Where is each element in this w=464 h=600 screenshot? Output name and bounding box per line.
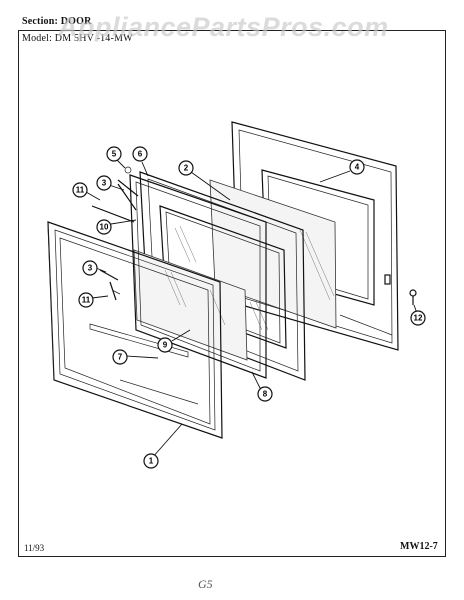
door-hinge-tab — [384, 274, 391, 285]
callout-9: 9 — [157, 337, 173, 353]
door-seal-frame — [129, 174, 267, 379]
callout-label: 5 — [112, 150, 117, 159]
callout-7: 7 — [112, 349, 128, 365]
revision-date: 11/93 — [24, 543, 45, 553]
callout-label: 11 — [82, 296, 91, 305]
callout-leaders — [85, 159, 419, 459]
model-label: Model: — [22, 33, 53, 44]
section-label: Section: — [22, 16, 59, 27]
callout-11-upper: 11 — [72, 182, 88, 198]
callout-label: 6 — [138, 150, 143, 159]
callout-label: 7 — [118, 353, 123, 362]
callout-1: 1 — [143, 453, 159, 469]
callout-label: 1 — [149, 457, 154, 466]
callout-label: 3 — [102, 179, 107, 188]
callout-6: 6 — [132, 146, 148, 162]
callout-label: 3 — [88, 264, 93, 273]
model-value: DM 5HV -14-MW — [54, 33, 133, 44]
callout-3-lower: 3 — [82, 260, 98, 276]
callout-12: 12 — [410, 310, 426, 326]
model-line: Model: DM 5HV -14-MW — [22, 33, 133, 44]
bottom-trim-strip — [89, 323, 199, 405]
callout-label: 9 — [163, 341, 168, 350]
upper-hinge-hardware — [91, 166, 139, 223]
callout-11-lower: 11 — [78, 292, 94, 308]
front-door-frame — [47, 221, 223, 439]
callout-label: 2 — [184, 164, 189, 173]
callout-2: 2 — [178, 160, 194, 176]
page-code: MW12-7 — [400, 541, 438, 552]
diagram-border — [18, 30, 446, 557]
callout-label: 11 — [76, 186, 85, 195]
handwritten-note: G5 — [198, 577, 213, 591]
callout-5: 5 — [106, 146, 122, 162]
callout-label: 4 — [355, 163, 360, 172]
lower-hinge-hardware — [99, 269, 121, 301]
watermark-logo: AppliancePartsPros.com — [58, 12, 389, 42]
callout-label: 10 — [100, 223, 109, 232]
callout-8: 8 — [257, 386, 273, 402]
callout-10: 10 — [96, 219, 112, 235]
callout-3-upper: 3 — [96, 175, 112, 191]
section-value: DOOR — [60, 16, 92, 27]
callout-label: 8 — [263, 390, 268, 399]
callout-4: 4 — [349, 159, 365, 175]
callout-label: 12 — [414, 314, 423, 323]
door-screw — [409, 289, 417, 305]
section-line: Section: DOOR — [22, 16, 92, 27]
